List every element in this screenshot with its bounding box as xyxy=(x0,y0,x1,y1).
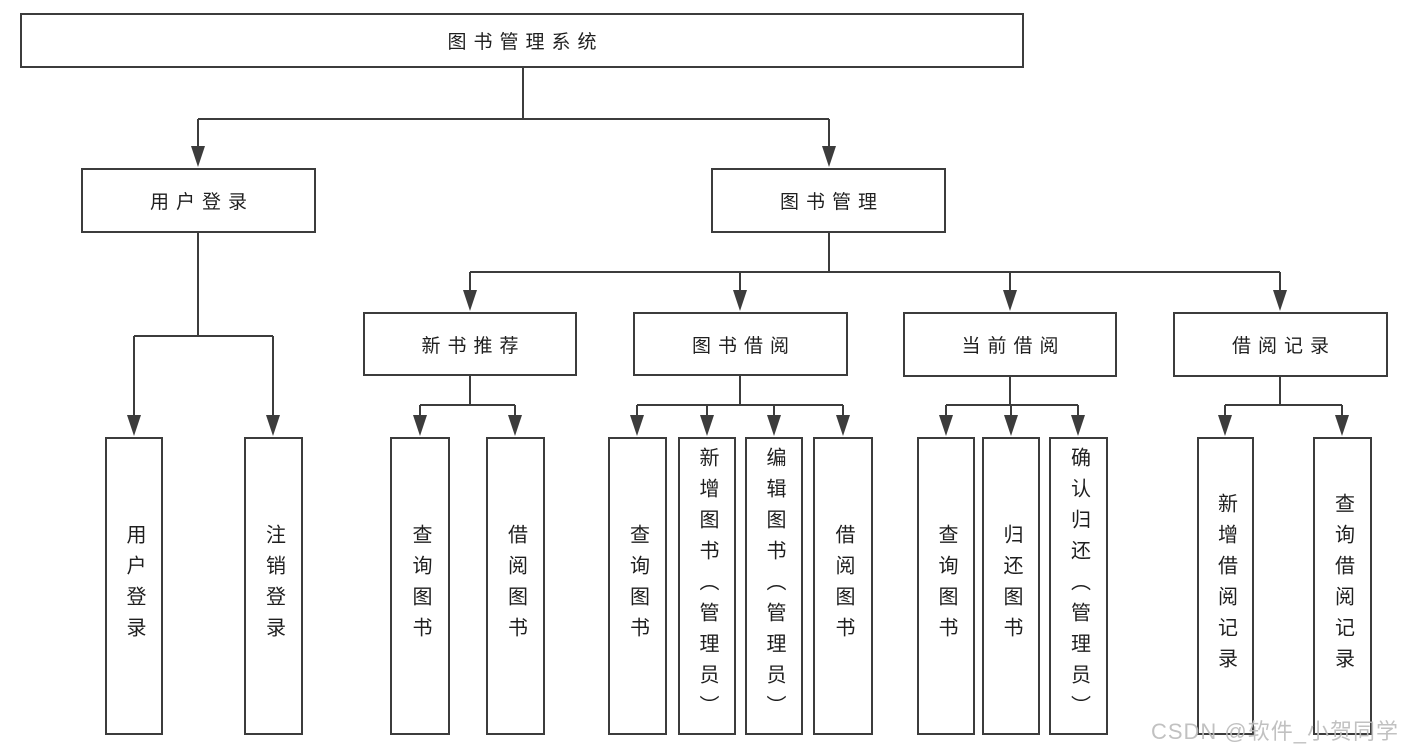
arrow-down-icon xyxy=(630,415,644,436)
arrow-down-icon xyxy=(1218,415,1232,436)
arrow-down-icon xyxy=(767,415,781,436)
node-label: 新增图书（管理员） xyxy=(696,446,718,726)
node-leaf-borrow-books: 借阅图书 xyxy=(813,437,873,735)
node-label: 当前借阅 xyxy=(961,336,1066,357)
node-label: 图书借阅 xyxy=(691,335,796,357)
arrow-down-icon xyxy=(508,415,522,436)
node-leaf-borrow-books-recommend: 借阅图书 xyxy=(486,437,545,735)
node-leaf-query-books-current: 查询图书 xyxy=(917,437,975,735)
csdn-watermark: CSDN @软件_小贺同学 xyxy=(1150,719,1399,744)
node-leaf-edit-book-admin: 编辑图书（管理员） xyxy=(745,437,803,735)
node-user-login: 用户登录 xyxy=(81,168,316,233)
arrow-down-icon xyxy=(463,290,477,311)
arrow-down-icon xyxy=(822,146,836,167)
arrow-down-icon xyxy=(191,146,205,167)
arrow-down-icon xyxy=(1273,290,1287,311)
node-label: 借阅图书 xyxy=(832,524,854,648)
arrow-down-icon xyxy=(1004,415,1018,436)
node-label: 用户登录 xyxy=(123,524,145,648)
node-label: 编辑图书（管理员） xyxy=(763,446,785,726)
node-leaf-logout: 注销登录 xyxy=(244,437,303,735)
node-label: 借阅图书 xyxy=(504,524,527,648)
node-label: 查询图书 xyxy=(409,524,431,648)
arrow-down-icon xyxy=(413,415,427,436)
node-label: 归还图书 xyxy=(1000,524,1022,648)
node-label: 图书管理系统 xyxy=(447,32,604,53)
node-leaf-confirm-return-admin: 确认归还（管理员） xyxy=(1049,437,1108,735)
arrow-down-icon xyxy=(266,415,280,436)
arrow-down-icon xyxy=(700,415,714,436)
node-borrowing-records: 借阅记录 xyxy=(1173,312,1388,377)
node-new-book-recommend: 新书推荐 xyxy=(363,312,577,376)
node-library-system-root: 图书管理系统 xyxy=(20,13,1024,68)
node-label: 借阅记录 xyxy=(1231,336,1336,357)
node-current-borrowing: 当前借阅 xyxy=(903,312,1117,377)
arrow-down-icon xyxy=(836,415,850,436)
node-leaf-query-books-borrow: 查询图书 xyxy=(608,437,667,735)
node-label: 确认归还（管理员） xyxy=(1067,446,1090,726)
node-label: 查询图书 xyxy=(935,524,957,648)
node-leaf-add-borrow-record: 新增借阅记录 xyxy=(1197,437,1254,735)
node-label: 用户登录 xyxy=(149,192,254,213)
connector-path xyxy=(133,68,1343,420)
arrow-down-icon xyxy=(127,415,141,436)
node-label: 新增借阅记录 xyxy=(1214,493,1237,679)
arrow-down-icon xyxy=(1071,415,1085,436)
node-label: 图书管理 xyxy=(779,192,884,213)
node-label: 注销登录 xyxy=(262,524,285,648)
node-label: 新书推荐 xyxy=(421,335,526,357)
node-book-management: 图书管理 xyxy=(711,168,946,233)
arrow-down-icon xyxy=(1335,415,1349,436)
node-leaf-user-login: 用户登录 xyxy=(105,437,163,735)
arrow-down-icon xyxy=(939,415,953,436)
arrow-down-icon xyxy=(1003,290,1017,311)
node-book-borrowing: 图书借阅 xyxy=(633,312,848,376)
node-label: 查询借阅记录 xyxy=(1331,493,1354,679)
node-leaf-query-borrow-record: 查询借阅记录 xyxy=(1313,437,1372,735)
node-leaf-return-book: 归还图书 xyxy=(982,437,1040,735)
node-leaf-add-book-admin: 新增图书（管理员） xyxy=(678,437,736,735)
arrowheads xyxy=(127,146,1349,436)
node-label: 查询图书 xyxy=(626,524,649,648)
arrow-down-icon xyxy=(733,290,747,311)
node-leaf-query-books-recommend: 查询图书 xyxy=(390,437,450,735)
